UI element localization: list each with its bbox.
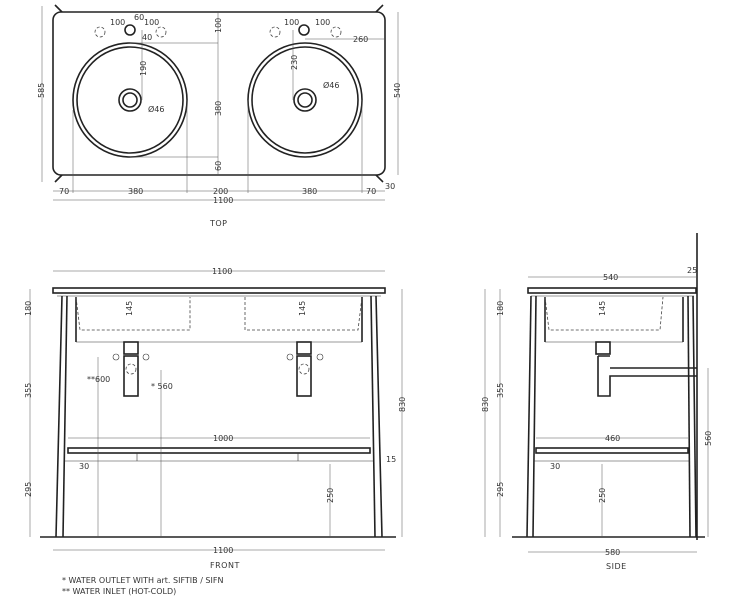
dim-380-vertical: 380 [214, 101, 223, 116]
dim-30-side: 30 [550, 462, 560, 471]
basin-left-hidden [75, 296, 191, 331]
top-view: 100 60 100 40 100 100 260 190 Ø46 230 Ø4… [37, 4, 402, 228]
dim-190: 190 [139, 61, 148, 76]
dim-180: 180 [24, 301, 33, 316]
dim-70-right: 70 [366, 187, 376, 196]
basin-right [247, 42, 363, 158]
dim-585: 585 [37, 83, 46, 98]
dim-70-left: 70 [59, 187, 69, 196]
dim-380-left: 380 [128, 187, 143, 196]
dim-1000: 1000 [213, 434, 233, 443]
dim-tap-60: 60 [134, 13, 144, 22]
dim-540-side: 540 [603, 273, 618, 282]
dim-tap-spacing-right: 100 [144, 18, 159, 27]
dim-drain-diameter-right: Ø46 [323, 80, 339, 90]
dim-100-vertical: 100 [214, 18, 223, 33]
legs [55, 295, 383, 538]
basin-side-hidden [544, 296, 664, 331]
corner-feet [54, 4, 384, 183]
dim-200: 200 [213, 187, 228, 196]
top-view-caption: TOP [209, 219, 228, 228]
tap-holes [94, 24, 342, 38]
trap-side [595, 341, 697, 397]
dim-145-left: 145 [125, 301, 134, 316]
dim-830: 830 [398, 397, 407, 412]
shelf [67, 447, 371, 454]
dimension-lines [29, 270, 403, 551]
countertop [52, 287, 386, 294]
trap-right [286, 341, 324, 397]
dim-560-side: 560 [704, 431, 713, 446]
basin-left [72, 42, 188, 158]
dim-30-front: 30 [79, 462, 89, 471]
dim-145-right: 145 [298, 301, 307, 316]
dim-380-right: 380 [302, 187, 317, 196]
dim-260: 260 [353, 35, 368, 44]
front-view: 1100 180 145 145 **600 * 560 355 830 100… [24, 267, 407, 596]
dim-145-side: 145 [598, 301, 607, 316]
legs-side [526, 295, 697, 538]
dim-295-side: 295 [496, 482, 505, 497]
dim-460: 460 [605, 434, 620, 443]
dim-40: 40 [142, 33, 152, 42]
dim-355: 355 [24, 383, 33, 398]
dim-180-side: 180 [496, 301, 505, 316]
dim-540: 540 [393, 83, 402, 98]
dim-30: 30 [385, 182, 395, 191]
side-view-caption: SIDE [606, 562, 627, 571]
trap-left [112, 341, 150, 397]
dim-830-side: 830 [481, 397, 490, 412]
dim-1100-top: 1100 [213, 196, 233, 205]
basin-right-hidden [244, 296, 363, 331]
dim-water-outlet-560: * 560 [151, 382, 173, 391]
dim-tap-spacing-left-2: 100 [284, 18, 299, 27]
side-view: 540 25 180 145 355 830 460 560 30 295 25… [481, 233, 713, 571]
dim-355-side: 355 [496, 383, 505, 398]
front-view-caption: FRONT [210, 561, 240, 570]
dim-1100-front-top: 1100 [212, 267, 232, 276]
dim-60-vertical: 60 [214, 161, 223, 171]
dim-tap-spacing-right-2: 100 [315, 18, 330, 27]
countertop-outline [52, 11, 386, 176]
dim-295: 295 [24, 482, 33, 497]
note-water-inlet: ** WATER INLET (HOT-COLD) [62, 587, 176, 596]
dim-15: 15 [386, 455, 396, 464]
dim-1100-front-bottom: 1100 [213, 546, 233, 555]
shelf-side [535, 447, 689, 454]
dim-230: 230 [290, 55, 299, 70]
dim-drain-diameter-left: Ø46 [148, 104, 164, 114]
countertop-side [527, 287, 697, 294]
dim-water-inlet-600: **600 [87, 375, 110, 384]
dimension-lines [41, 6, 399, 201]
dimension-lines [484, 276, 709, 553]
dim-580: 580 [605, 548, 620, 557]
dim-tap-spacing-left: 100 [110, 18, 125, 27]
dim-250: 250 [326, 488, 335, 503]
note-water-outlet: * WATER OUTLET WITH art. SIFTIB / SIFN [62, 576, 223, 585]
dim-250-side: 250 [598, 488, 607, 503]
dim-25: 25 [687, 266, 697, 275]
